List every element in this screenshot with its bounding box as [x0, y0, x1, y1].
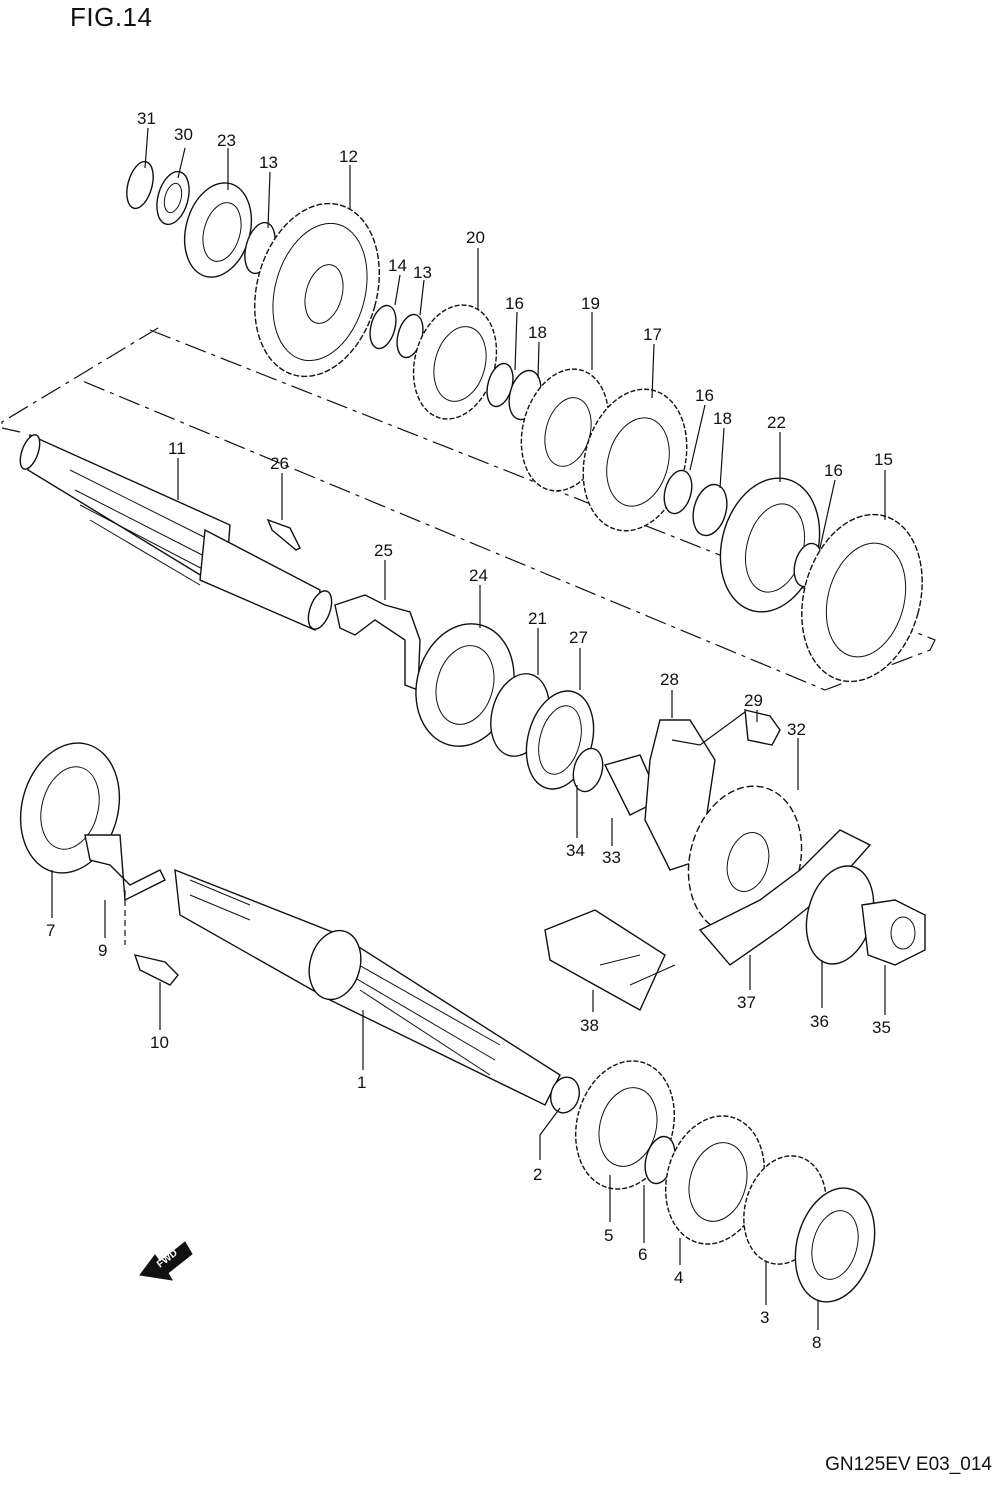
callout-10: 10 [150, 1033, 169, 1052]
output-drive-parts [415, 623, 926, 1011]
callout-29: 29 [744, 691, 763, 710]
callout-38: 38 [580, 1016, 599, 1035]
callout-32: 32 [787, 720, 806, 739]
callout-31: 31 [137, 109, 156, 128]
callout-6: 6 [638, 1245, 647, 1264]
callout-34: 34 [566, 841, 585, 860]
countershaft-gears [126, 160, 923, 683]
callout-15: 15 [874, 450, 893, 469]
callout-33: 33 [602, 848, 621, 867]
callout-2: 2 [533, 1165, 542, 1184]
drawing-code: GN125EV E03_014 [825, 1454, 992, 1475]
callout-16a: 16 [505, 294, 524, 313]
callout-25: 25 [374, 541, 393, 560]
callout-35: 35 [872, 1018, 891, 1037]
part-26-screw [266, 518, 301, 551]
part-14-bushing [369, 304, 397, 350]
main-shaft-assembly [19, 742, 876, 1303]
callout-numbers: 31 30 23 13 12 14 13 20 16 18 19 17 16 1… [46, 109, 893, 1352]
callout-28: 28 [660, 670, 679, 689]
callout-17: 17 [643, 325, 662, 344]
callout-21: 21 [528, 609, 547, 628]
part-37-chain [698, 829, 872, 966]
callout-11: 11 [168, 439, 186, 458]
part-1-main-shaft [174, 868, 561, 1106]
callout-19: 19 [581, 294, 600, 313]
callout-7: 7 [46, 921, 55, 940]
part-9-plate [84, 834, 166, 902]
part-12-gear [254, 202, 380, 378]
part-8-bearing [794, 1187, 876, 1303]
fwd-arrow-icon: FWD [139, 1241, 193, 1281]
part-11-countershaft [19, 433, 421, 692]
figure-title: FIG.14 [70, 2, 153, 32]
part-29-bolt [744, 709, 781, 746]
part-38-chain-joint [544, 909, 666, 1011]
part-16b-circlip [663, 469, 693, 515]
part-2-bushing [549, 1076, 581, 1114]
callout-18b: 18 [713, 409, 732, 428]
callout-13b: 13 [413, 263, 432, 282]
callout-5: 5 [604, 1226, 613, 1245]
callout-26: 26 [270, 454, 289, 473]
callout-27: 27 [569, 628, 588, 647]
callout-36: 36 [810, 1012, 829, 1031]
callout-1: 1 [357, 1073, 366, 1092]
part-18b-washer [692, 483, 728, 537]
callout-23: 23 [217, 131, 236, 150]
callout-20: 20 [466, 228, 485, 247]
callout-22: 22 [767, 413, 786, 432]
callout-30: 30 [174, 125, 193, 144]
part-34-oring [572, 747, 604, 793]
part-31-circlip [126, 160, 154, 210]
callout-12: 12 [339, 147, 358, 166]
part-25-plate [334, 594, 421, 692]
callout-8: 8 [812, 1333, 821, 1352]
callout-14: 14 [388, 256, 407, 275]
callout-37: 37 [737, 993, 756, 1012]
callout-3: 3 [760, 1308, 769, 1327]
leader-lines [51, 127, 886, 1330]
callout-4: 4 [674, 1268, 683, 1287]
callout-16b: 16 [695, 386, 714, 405]
callout-16c: 16 [824, 461, 843, 480]
callout-13a: 13 [259, 153, 278, 172]
group-boundary [1, 327, 936, 691]
callout-18a: 18 [528, 323, 547, 342]
callout-9: 9 [98, 941, 107, 960]
part-35-nut [861, 899, 926, 966]
callout-24: 24 [469, 566, 488, 585]
part-10-screw [133, 954, 179, 986]
